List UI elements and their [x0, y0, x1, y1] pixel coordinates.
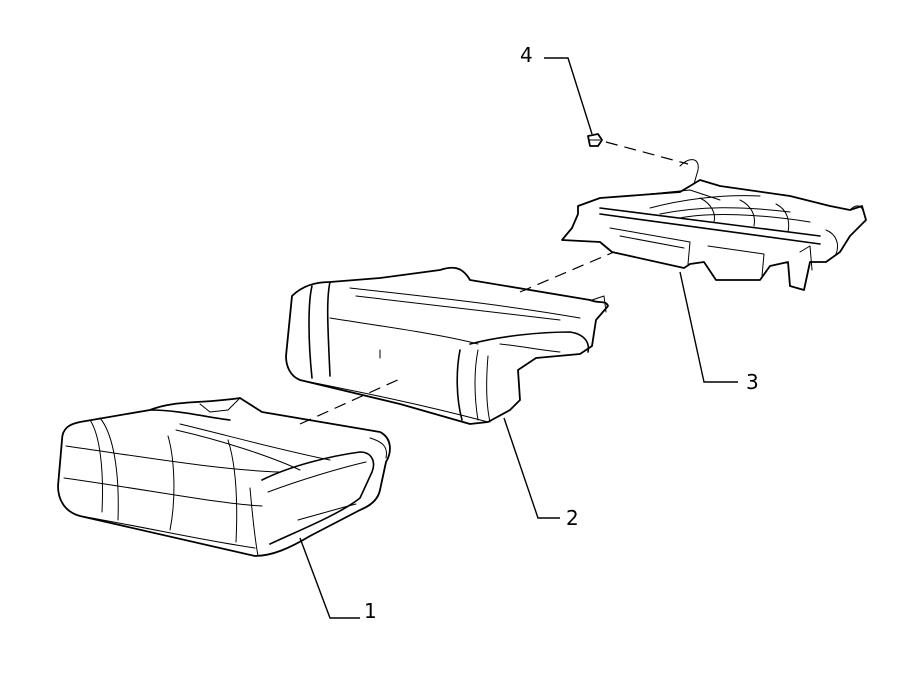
leader-line-4 [544, 57, 593, 135]
assembly-lines [299, 141, 689, 425]
callouts: 1 2 3 4 [364, 43, 759, 623]
part-4-bolt [587, 133, 603, 147]
callout-2: 2 [566, 506, 579, 530]
part-3-seat-frame [561, 159, 867, 291]
callout-3: 3 [746, 370, 759, 394]
callout-1: 1 [364, 599, 377, 623]
leader-line-3 [679, 271, 738, 383]
leader-lines [299, 57, 738, 619]
part-2-seat-foam [285, 266, 609, 425]
leader-line-1 [299, 537, 360, 619]
leader-line-2 [503, 417, 560, 519]
callout-4: 4 [520, 43, 533, 67]
part-1-seat-cover [57, 397, 391, 557]
